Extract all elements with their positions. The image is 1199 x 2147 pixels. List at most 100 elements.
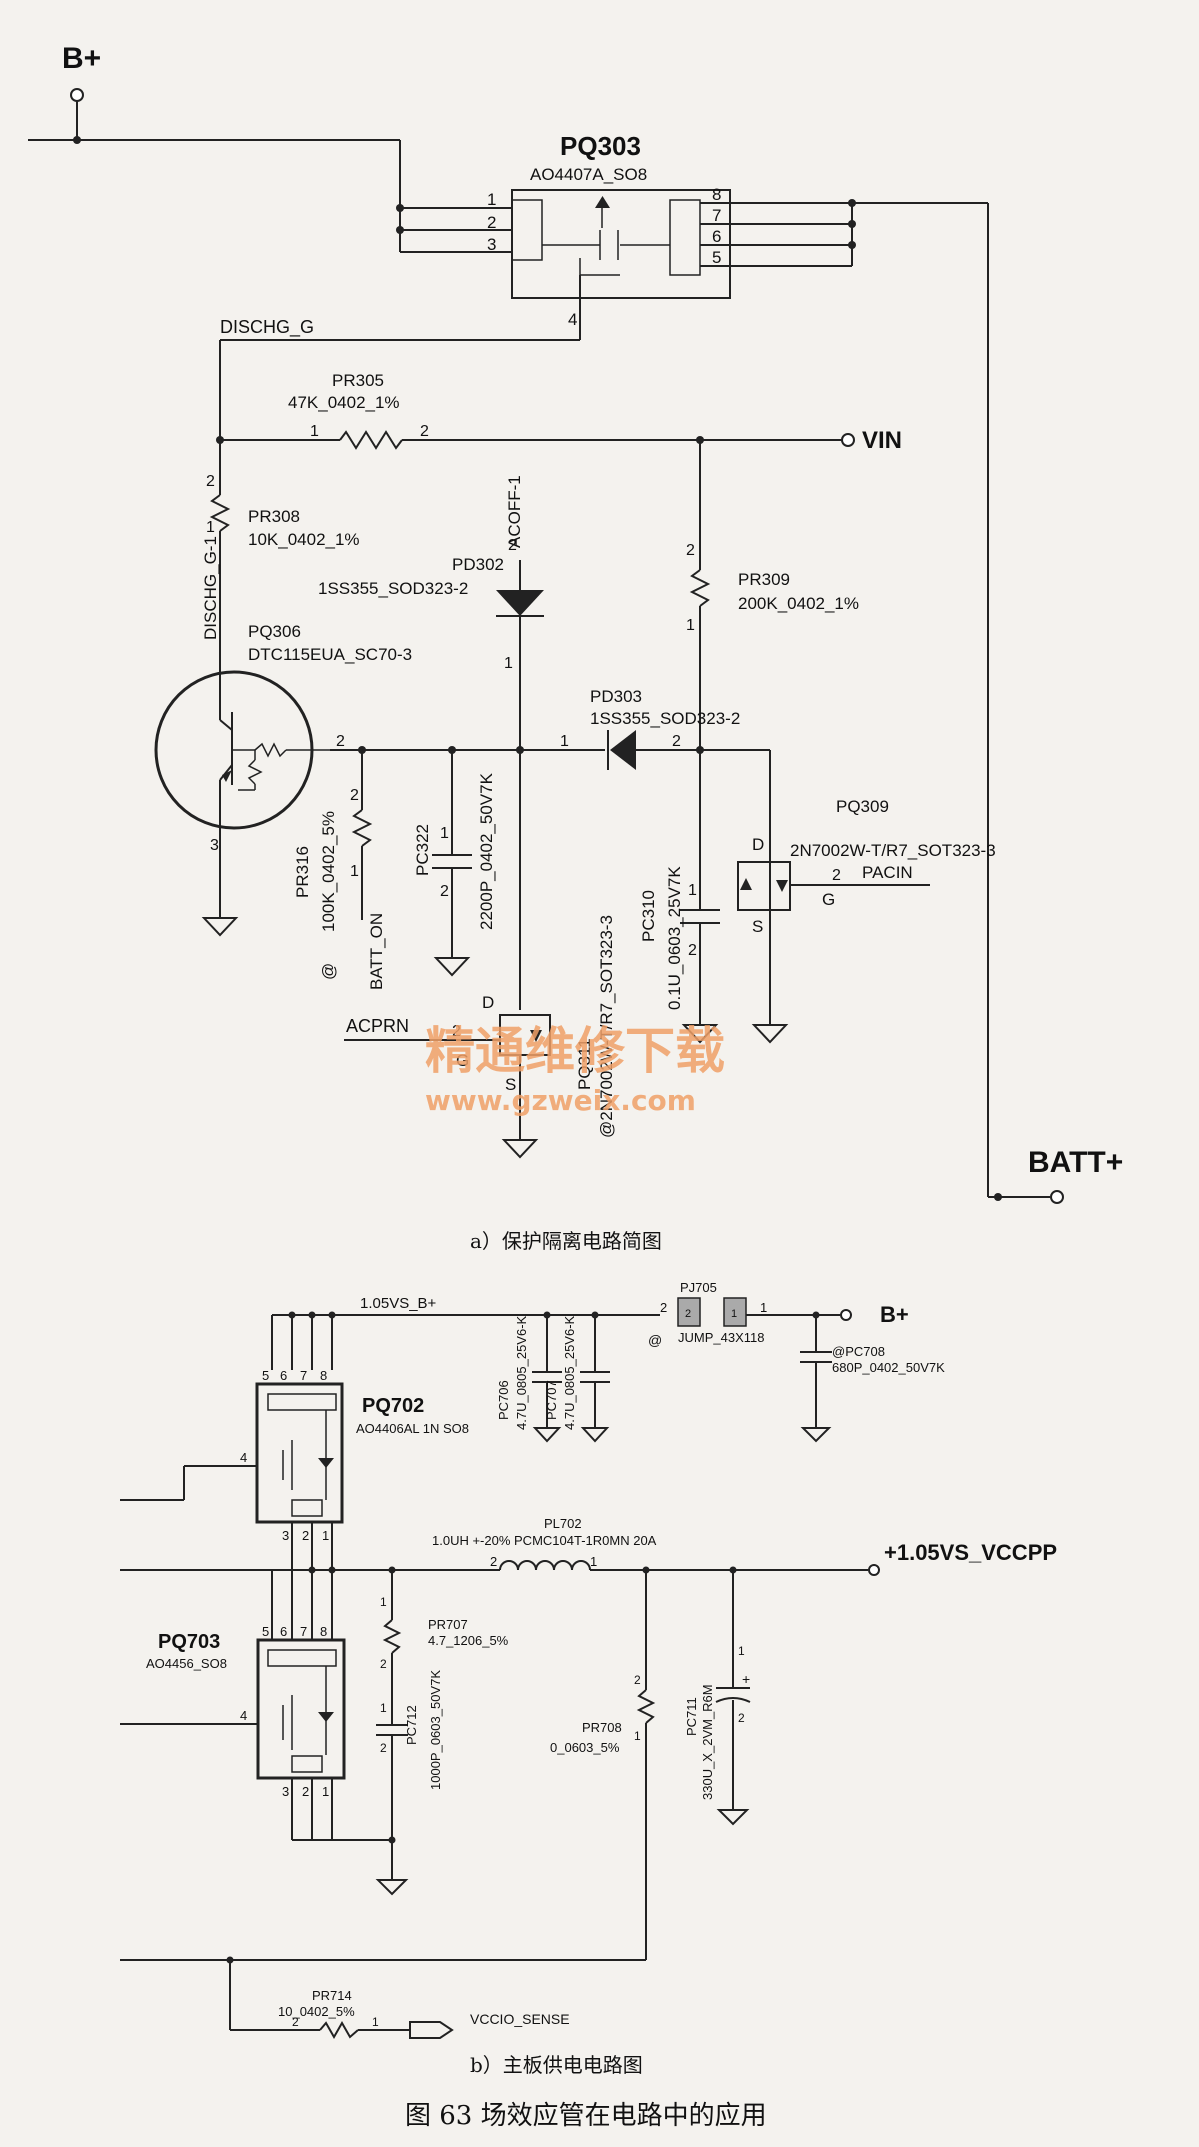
pin-num: 1 xyxy=(380,1701,387,1715)
pin-num: 2 xyxy=(380,1657,387,1671)
pr708-ref: PR708 xyxy=(582,1720,622,1735)
pc712-value: 1000P_0603_50V7K xyxy=(428,1670,443,1790)
pin-num: 1 xyxy=(350,863,359,880)
bplus-label-b: B+ xyxy=(880,1302,909,1327)
pc706-ref: PC706 xyxy=(496,1380,511,1420)
pin-num: 2 xyxy=(336,733,345,750)
pq702-mosfet xyxy=(255,1382,344,1524)
acprn-label: ACPRN xyxy=(346,1016,409,1036)
pq303-mosfet: PQ303 AO4407A_SO8 1 2 3 8 7 6 5 4 xyxy=(400,131,856,340)
acoff-label: ACOFF-1 xyxy=(505,475,524,548)
pin-num: 1 xyxy=(440,825,449,842)
pin-num: 2 xyxy=(350,787,359,804)
pq303-pin: 2 xyxy=(487,213,496,232)
pin-num: D xyxy=(482,993,494,1012)
pin-num: 1 xyxy=(322,1784,329,1799)
pin-num: 1 xyxy=(760,1300,767,1315)
pin-num: 6 xyxy=(280,1624,287,1639)
pq703-ref: PQ703 xyxy=(158,1631,220,1653)
pin-num: 1 xyxy=(688,882,697,899)
pq311-mosfet xyxy=(499,1014,551,1056)
pin-num: S xyxy=(505,1075,516,1094)
bplus-label-a: B+ xyxy=(62,42,101,75)
pin-num: D xyxy=(752,835,764,854)
pr305-ref: PR305 xyxy=(332,371,384,390)
batt-on-label: BATT_ON xyxy=(367,913,386,990)
pin-num: 2 xyxy=(206,473,215,490)
pin-num: 2 xyxy=(738,1711,745,1725)
pr707-value: 4.7_1206_5% xyxy=(428,1633,509,1648)
figure-caption: 图 63 场效应管在电路中的应用 xyxy=(405,2101,767,2131)
pc708-value: 680P_0402_50V7K xyxy=(832,1360,945,1375)
pin-num: 8 xyxy=(320,1624,327,1639)
pq303-pin: 1 xyxy=(487,190,496,209)
pacin-label: PACIN xyxy=(862,863,913,882)
pin-num: 2 xyxy=(490,1554,497,1569)
pr308-value: 10K_0402_1% xyxy=(248,530,360,549)
pq303-ref: PQ303 xyxy=(560,131,641,161)
pc711-value: 330U_X_2VM_R6M xyxy=(700,1684,715,1800)
pr708-value: 0_0603_5% xyxy=(550,1740,620,1755)
circuit-b: 1.05VS_B+ PC706 4.7U_0805_25V6-K PC707 4… xyxy=(120,1280,1057,2077)
pin-num: 8 xyxy=(320,1368,327,1383)
pq303-pin: 6 xyxy=(712,227,721,246)
pq311-ref: PQ311 xyxy=(575,1038,594,1090)
pq306-value: DTC115EUA_SC70-3 xyxy=(248,645,412,664)
pc711-plus: + xyxy=(742,1671,750,1687)
watermark-url: www.gzweix.com xyxy=(425,1084,696,1117)
pq303-pin: 3 xyxy=(487,235,496,254)
dischg-g1-label: DISCHG_G-1 xyxy=(201,536,220,640)
pr305-value: 47K_0402_1% xyxy=(288,393,400,412)
vccio-sense-label: VCCIO_SENSE xyxy=(470,2011,570,2027)
pq309-ref: PQ309 xyxy=(836,797,889,816)
rail-105vs-bplus: 1.05VS_B+ xyxy=(360,1295,437,1312)
pin-num: S xyxy=(752,917,763,936)
pin-num: 2 xyxy=(672,733,681,750)
pin-num: 1 xyxy=(738,1644,745,1658)
pq703-mosfet xyxy=(256,1638,346,1780)
pin-num: 3 xyxy=(282,1528,289,1543)
pq303-pin: 4 xyxy=(568,310,577,329)
pin-num: 2 xyxy=(302,1528,309,1543)
watermark-title: 精通维修下载 xyxy=(425,1022,725,1080)
pin-num: 1 xyxy=(590,1554,597,1569)
pd303-value: 1SS355_SOD323-2 xyxy=(590,709,740,728)
pl702-ref: PL702 xyxy=(544,1516,582,1531)
pr707-ref: PR707 xyxy=(428,1617,468,1632)
pr316-ref: PR316 xyxy=(293,846,312,898)
pc712-ref: PC712 xyxy=(404,1705,419,1745)
pr308-ref: PR308 xyxy=(248,507,300,526)
pin-num: 1 xyxy=(731,1308,737,1320)
pin-num: 5 xyxy=(262,1624,269,1639)
pq303-pin: 5 xyxy=(712,248,721,267)
pin-num: G xyxy=(456,1051,469,1070)
pq702-value: AO4406AL 1N SO8 xyxy=(356,1421,469,1436)
pin-num: 1 xyxy=(322,1528,329,1543)
pr316-at: @ xyxy=(319,963,338,980)
pin-num: 3 xyxy=(282,1784,289,1799)
pc322-value: 2200P_0402_50V7K xyxy=(477,772,496,930)
pin-num: 5 xyxy=(262,1368,269,1383)
pr316-value: 100K_0402_5% xyxy=(319,811,338,932)
pin-num: 1 xyxy=(504,655,513,672)
pq311-value: @2N7002W-T/R7_SOT323-3 xyxy=(597,915,616,1138)
pj705-value: JUMP_43X118 xyxy=(678,1330,764,1345)
pq703-value: AO4456_SO8 xyxy=(146,1656,227,1671)
pd302-value: 1SS355_SOD323-2 xyxy=(318,579,468,598)
pin-num: 1 xyxy=(686,617,695,634)
pin-num: 4 xyxy=(240,1708,247,1723)
pj705-ref: PJ705 xyxy=(680,1280,717,1295)
pin-num: 2 xyxy=(452,1023,461,1040)
pc310-value: 0.1U_0603_25V7K xyxy=(665,866,684,1010)
pd303-ref: PD303 xyxy=(590,687,642,706)
pin-num: 2 xyxy=(634,1673,641,1687)
pq303-value: AO4407A_SO8 xyxy=(530,165,647,184)
pin-num: 1 xyxy=(310,423,319,440)
pin-num: 7 xyxy=(300,1368,307,1383)
pin-num: 2 xyxy=(380,1741,387,1755)
pq309-value: 2N7002W-T/R7_SOT323-3 xyxy=(790,841,996,860)
pq702-ref: PQ702 xyxy=(362,1395,424,1417)
pin-num: 4 xyxy=(240,1450,247,1465)
pin-num: 1 xyxy=(206,519,215,536)
